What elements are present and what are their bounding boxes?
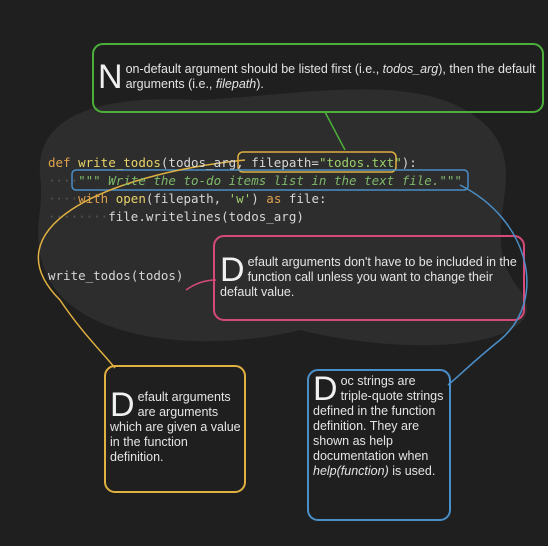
kwarg: filepath= bbox=[251, 155, 319, 170]
note-top-em1: todos_arg bbox=[382, 62, 439, 76]
kwarg-value: "todos.txt" bbox=[318, 155, 402, 170]
kw-with: with bbox=[78, 191, 116, 206]
indent-dots: ···· bbox=[48, 191, 79, 206]
note-yellow-dropcap: D bbox=[110, 386, 135, 424]
args: (todos_arg, bbox=[160, 155, 252, 170]
body-statement: file.writelines(todos_arg) bbox=[108, 209, 304, 224]
code-line-1: def write_todos(todos_arg, filepath="tod… bbox=[48, 155, 417, 171]
indent-dots: ········ bbox=[48, 209, 109, 224]
code-line-2: ····""" Write the to-do items list in th… bbox=[48, 173, 462, 189]
note-blue-dropcap: D bbox=[313, 370, 338, 408]
kw-def: def bbox=[48, 155, 79, 170]
fn-open: open bbox=[115, 191, 146, 206]
note-blue-text: oc strings are triple-quote strings defi… bbox=[313, 374, 444, 463]
note-blue-end: is used. bbox=[388, 464, 436, 478]
docstring: """ Write the to-do items list in the te… bbox=[78, 173, 462, 188]
fn-name: write_todos bbox=[78, 155, 161, 170]
kw-as: as bbox=[266, 191, 282, 206]
note-top-mid: ), then the default arguments (i.e., bbox=[125, 62, 536, 91]
note-top-text: on-default argument should be listed fir… bbox=[125, 62, 383, 76]
code-line-3: ····with open(filepath, 'w') as file: bbox=[48, 191, 327, 207]
indent-dots: ···· bbox=[48, 173, 79, 188]
function-call: write_todos(todos) bbox=[48, 268, 184, 283]
note-blue-em: help(function) bbox=[313, 464, 389, 478]
code-line-4: ········file.writelines(todos_arg) bbox=[48, 209, 304, 225]
note-top-end: ). bbox=[256, 77, 264, 91]
note-top-em2: filepath bbox=[215, 77, 257, 91]
note-top-dropcap: N bbox=[98, 58, 123, 96]
open-mode: 'w' bbox=[228, 191, 252, 206]
note-pink-text: efault arguments don't have to be includ… bbox=[220, 255, 517, 299]
open-args: (filepath, bbox=[145, 191, 229, 206]
file-var: file: bbox=[281, 191, 327, 206]
def-end: ): bbox=[401, 155, 417, 170]
note-pink-dropcap: D bbox=[220, 251, 245, 289]
note-yellow-text: efault arguments are arguments which are… bbox=[110, 390, 241, 464]
open-close: ) bbox=[251, 191, 267, 206]
code-call: write_todos(todos) bbox=[48, 268, 183, 284]
